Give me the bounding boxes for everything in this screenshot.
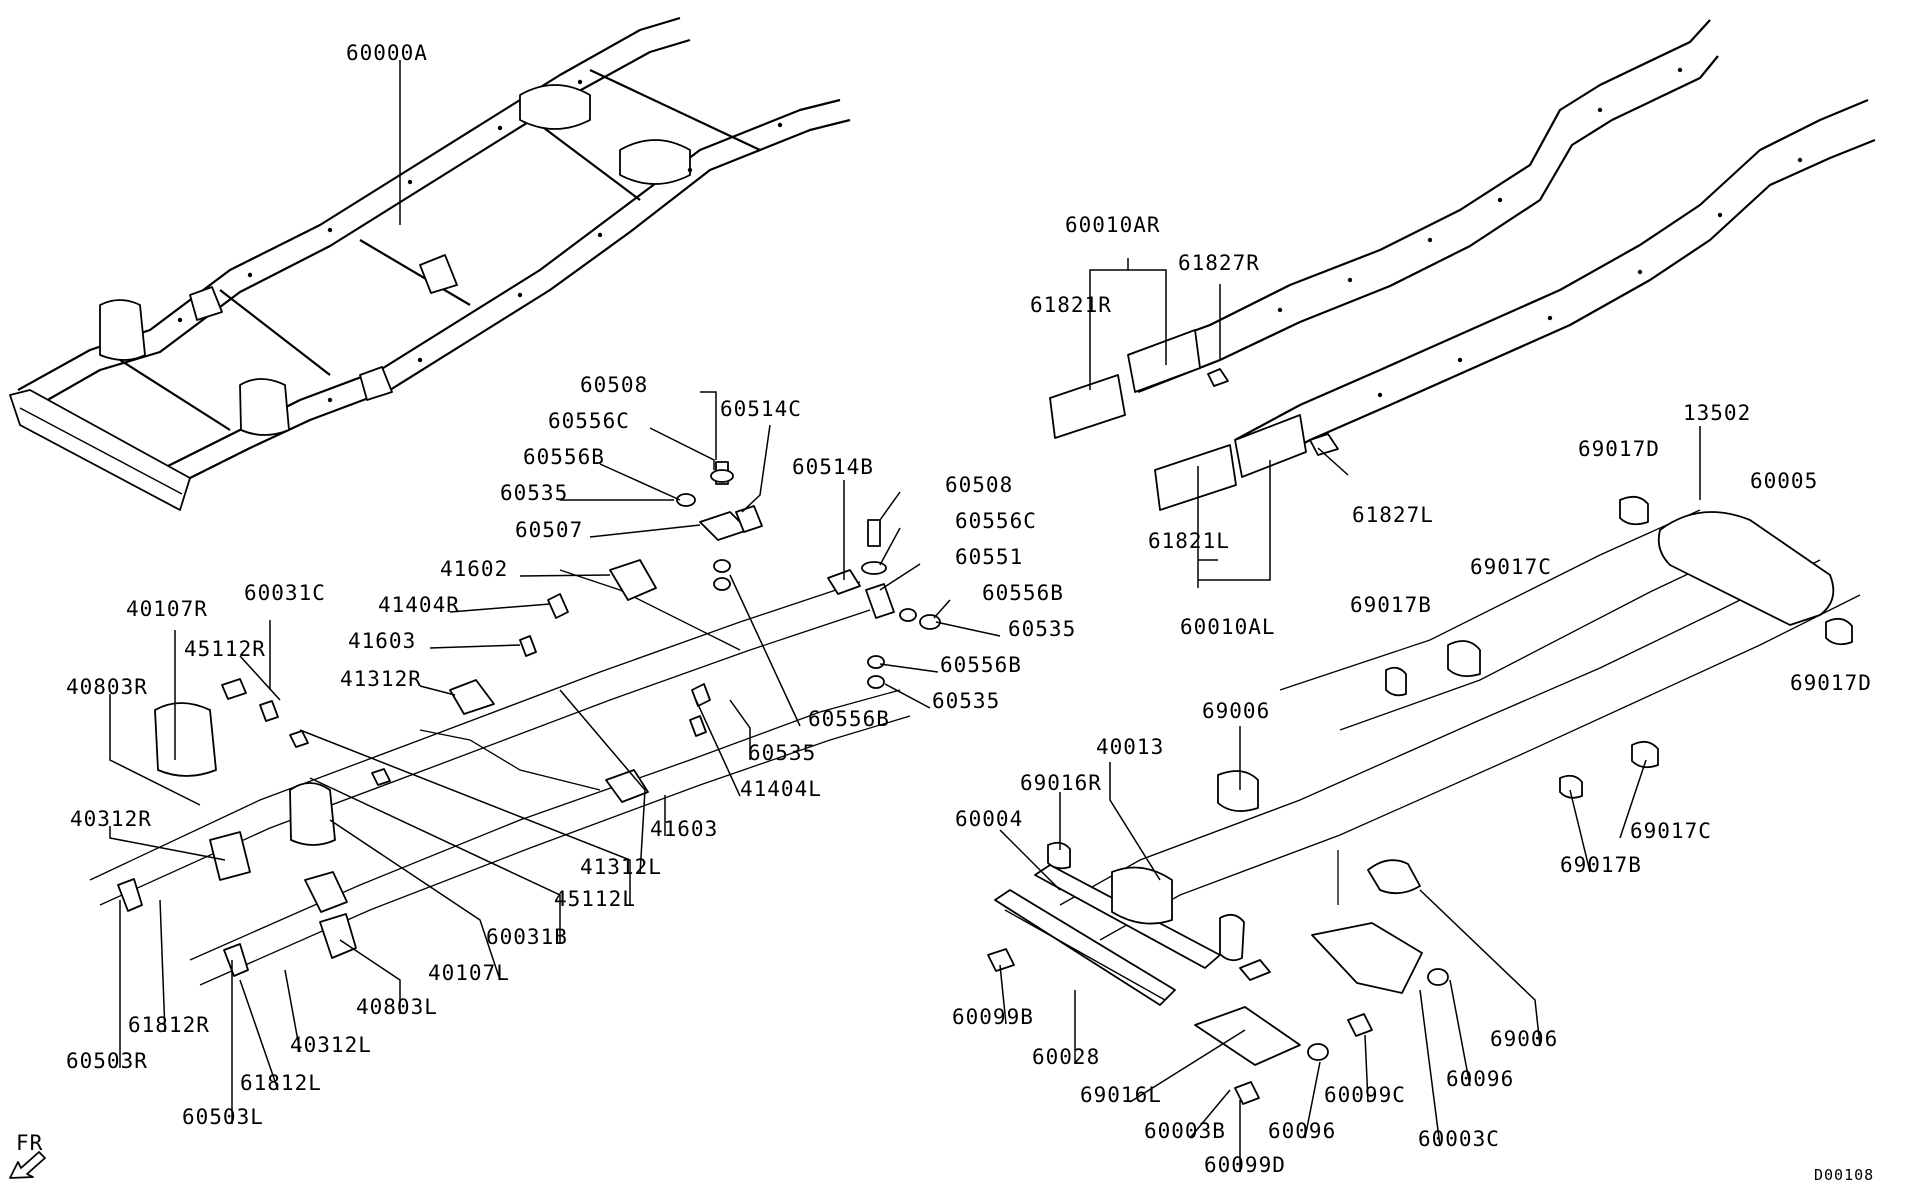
label-40312L: 40312L [290,1033,372,1057]
label-60507: 60507 [515,518,583,542]
leader-lines [109,60,1701,1172]
label-60010AL: 60010AL [1180,615,1276,639]
label-60096: 60096 [1268,1119,1336,1143]
label-40013: 40013 [1096,735,1164,759]
label-60514C: 60514C [720,397,802,421]
label-60010AR: 60010AR [1065,213,1161,237]
label-40312R: 40312R [70,807,152,831]
label-61821L: 61821L [1148,529,1230,553]
label-41603: 41603 [650,817,718,841]
label-69006: 69006 [1202,699,1270,723]
front-direction-label: FR [16,1131,43,1155]
label-61821R: 61821R [1030,293,1112,317]
label-69006: 69006 [1490,1027,1558,1051]
label-60099B: 60099B [952,1005,1034,1029]
label-40107R: 40107R [126,597,208,621]
label-60096: 60096 [1446,1067,1514,1091]
label-69017D: 69017D [1790,671,1872,695]
front-brackets-illustration [89,461,941,986]
label-40107L: 40107L [428,961,510,985]
label-60556B: 60556B [982,581,1064,605]
label-41312R: 41312R [340,667,422,691]
frame-assembly-illustration [9,16,851,511]
label-60003C: 60003C [1418,1127,1500,1151]
label-60508: 60508 [580,373,648,397]
label-60556C: 60556C [548,409,630,433]
label-60099D: 60099D [1204,1153,1286,1177]
label-61812L: 61812L [240,1071,322,1095]
front-direction-indicator: FR [9,1131,46,1179]
label-60556B: 60556B [523,445,605,469]
label-69017C: 69017C [1630,819,1712,843]
label-41602: 41602 [440,557,508,581]
label-60535: 60535 [500,481,568,505]
label-69016R: 69016R [1020,771,1102,795]
label-60031C: 60031C [244,581,326,605]
label-40803R: 40803R [66,675,148,699]
label-13502: 13502 [1683,401,1751,425]
label-60535: 60535 [748,741,816,765]
label-60551: 60551 [955,545,1023,569]
label-60005: 60005 [1750,469,1818,493]
label-60031B: 60031B [486,925,568,949]
label-45112R: 45112R [184,637,266,661]
label-69017C: 69017C [1470,555,1552,579]
part-number-labels: 60000A 60010AR 61827R 61821R 13502 60508… [66,41,1872,1177]
label-60003B: 60003B [1144,1119,1226,1143]
label-69016L: 69016L [1080,1083,1162,1107]
label-60503L: 60503L [182,1105,264,1129]
label-60000A: 60000A [346,41,428,65]
label-60503R: 60503R [66,1049,148,1073]
diagram-code: D00108 [1814,1166,1874,1184]
label-45112L: 45112L [554,887,636,911]
label-60514B: 60514B [792,455,874,479]
label-41603: 41603 [348,629,416,653]
label-61827L: 61827L [1352,503,1434,527]
label-61827R: 61827R [1178,251,1260,275]
label-69017B: 69017B [1560,853,1642,877]
label-60508: 60508 [945,473,1013,497]
label-41404R: 41404R [378,593,460,617]
label-60556B: 60556B [808,707,890,731]
label-60535: 60535 [932,689,1000,713]
label-61812R: 61812R [128,1013,210,1037]
label-60556C: 60556C [955,509,1037,533]
label-60028: 60028 [1032,1045,1100,1069]
label-60556B: 60556B [940,653,1022,677]
label-41404L: 41404L [740,777,822,801]
label-41312L: 41312L [580,855,662,879]
side-rails-illustration [1049,19,1876,511]
label-60535: 60535 [1008,617,1076,641]
label-69017D: 69017D [1578,437,1660,461]
label-69017B: 69017B [1350,593,1432,617]
label-60004: 60004 [955,807,1023,831]
front-arrow-icon [9,1151,46,1179]
label-60099C: 60099C [1324,1083,1406,1107]
rear-crossmembers-illustration [987,495,1861,1105]
label-40803L: 40803L [356,995,438,1019]
